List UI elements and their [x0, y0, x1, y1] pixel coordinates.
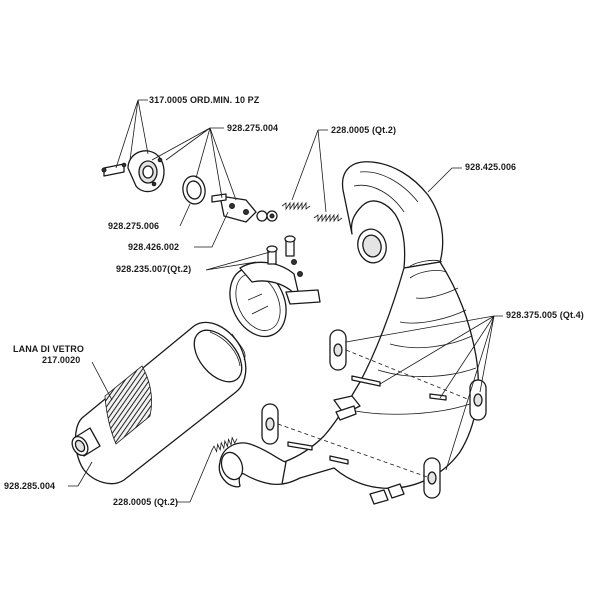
label-flange: 928.275.004: [227, 123, 279, 133]
label-ord-min: 317.0005 ORD.MIN. 10 PZ: [149, 95, 260, 105]
label-exhaust-pipe: 928.425.006: [465, 162, 517, 172]
silencer: [71, 321, 247, 485]
label-silencer: 928.285.004: [4, 481, 56, 491]
label-spring-top: 228.0005 (Qt.2): [331, 125, 397, 135]
exhaust-pipe: [218, 161, 479, 489]
leader-lines: [68, 99, 503, 503]
clamp: [229, 235, 321, 361]
bracket: [211, 193, 278, 223]
silentblocks: [261, 329, 487, 505]
label-lana-title: LANA DI VETRO: [13, 344, 84, 354]
label-bracket: 928.426.002: [128, 242, 180, 252]
label-silentblock: 928.375.005 (Qt.4): [506, 310, 584, 320]
gasket: [182, 175, 206, 205]
flange: [101, 150, 165, 193]
label-lana-code: 217.0020: [42, 355, 81, 365]
spring-bottom: [211, 436, 238, 453]
label-gasket: 928.275.006: [108, 221, 160, 231]
label-clamp: 928.235.007(Qt.2): [116, 264, 192, 274]
label-spring-bottom: 228.0005 (Qt.2): [113, 497, 179, 507]
spring-top: [281, 201, 343, 223]
